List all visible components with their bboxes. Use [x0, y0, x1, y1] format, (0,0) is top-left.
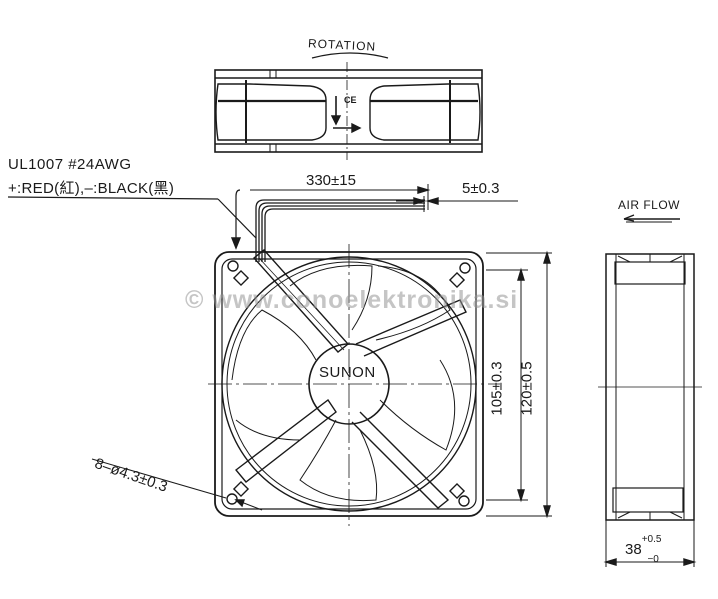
- lead-length-dimension: 330±15: [306, 172, 356, 189]
- wire-leader: [7, 184, 518, 262]
- airflow-label: AIR FLOW: [618, 198, 681, 212]
- front-dimensions: [486, 250, 552, 519]
- depth-dimension: 38+0.5 −0: [625, 534, 673, 565]
- hole-pitch-dimension: 105±0.3: [488, 361, 506, 416]
- wire-spec-polarity: +:RED(紅),–:BLACK(黑): [8, 180, 175, 197]
- strip-length-dimension: 5±0.3: [462, 180, 500, 197]
- ce-mark: CE: [344, 95, 357, 105]
- front-view: [208, 244, 500, 526]
- side-view: [598, 214, 702, 567]
- frame-size-dimension: 120±0.5: [518, 361, 536, 416]
- hole-leader: [91, 458, 263, 511]
- hub-brand-label: SUNON: [319, 364, 376, 381]
- depth-tolerance-minus: −0: [647, 554, 659, 565]
- depth-value: 38: [625, 541, 642, 558]
- wire-spec-gauge: UL1007 #24AWG: [8, 156, 132, 173]
- top-view: [214, 52, 483, 160]
- watermark: © www.conoelektronika.si: [185, 286, 519, 314]
- depth-tolerance-plus: +0.5: [641, 534, 662, 545]
